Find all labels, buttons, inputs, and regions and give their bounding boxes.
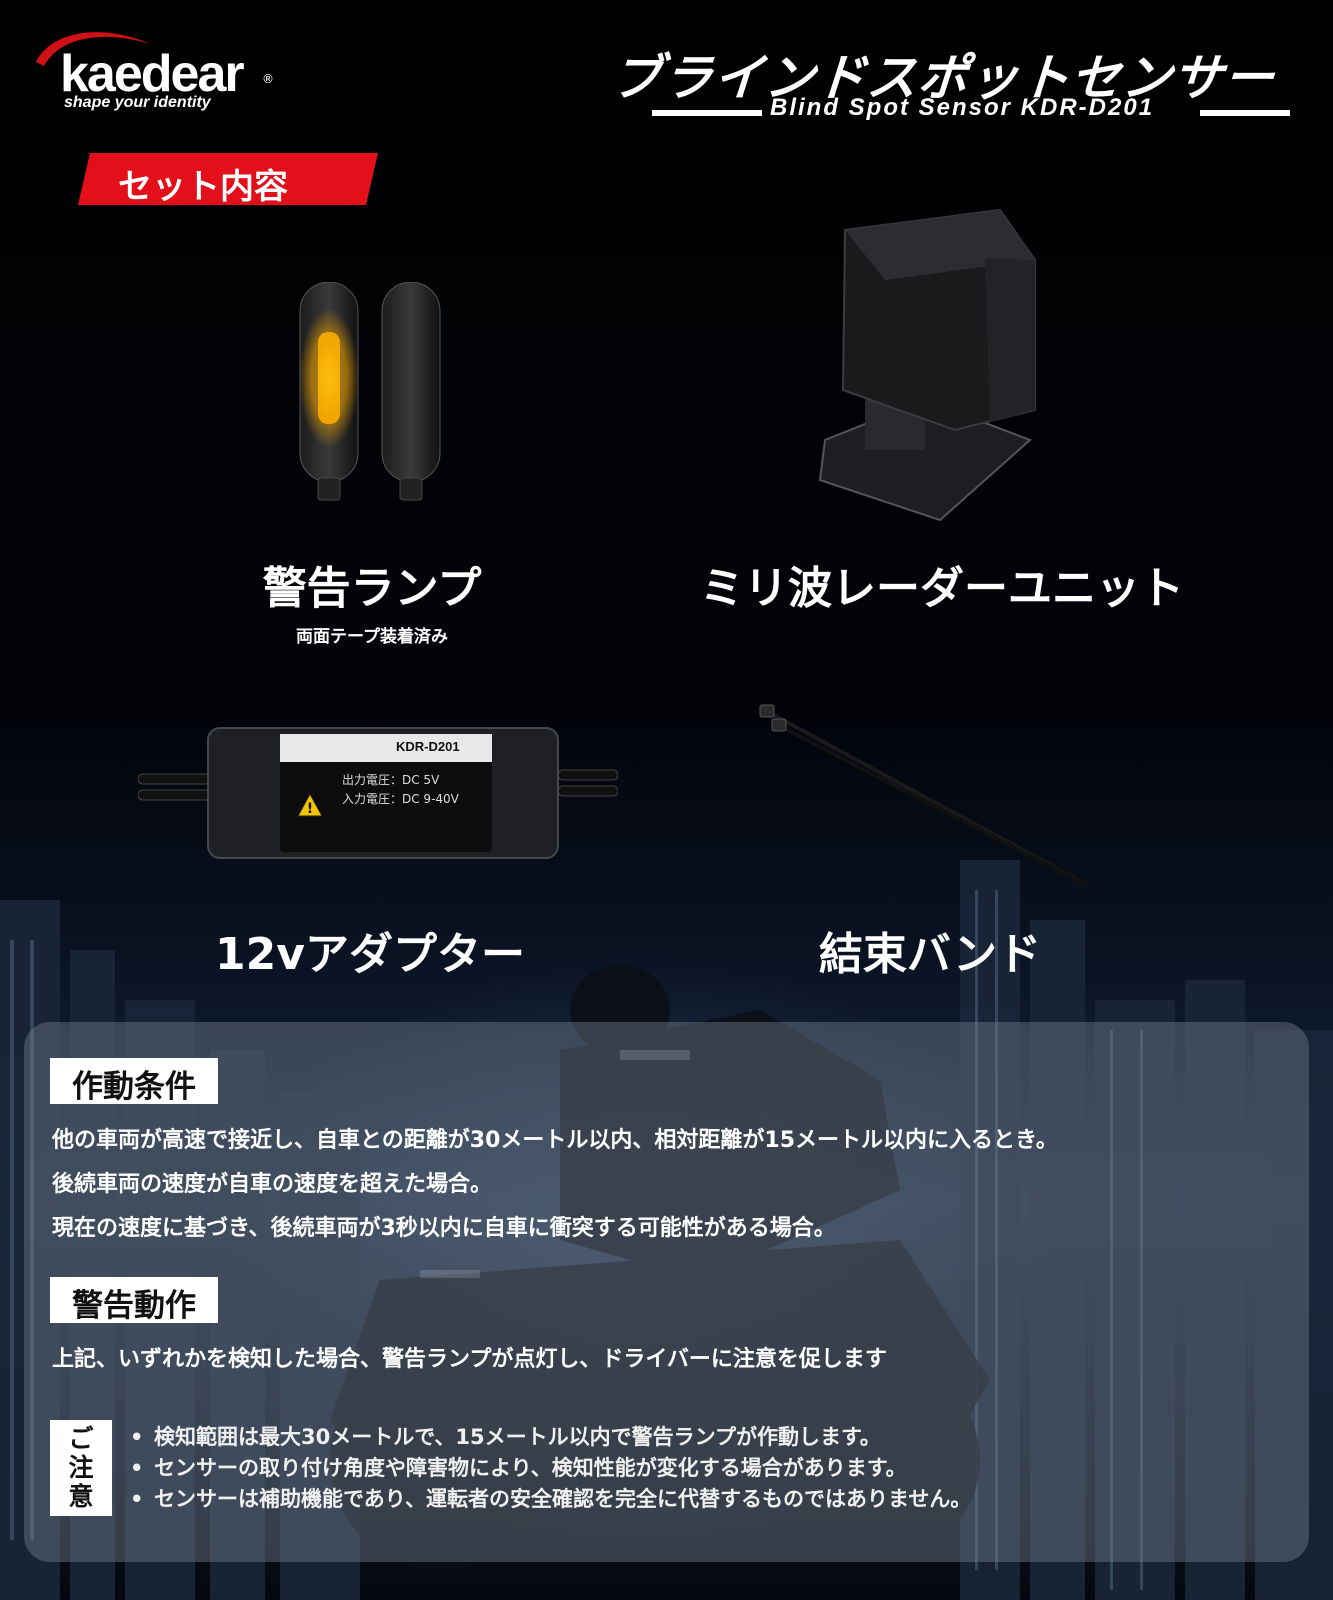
notice-item-text: センサーの取り付け角度や障害物により、検知性能が変化する場合があります。: [154, 1456, 907, 1480]
cable-ties-icon: [759, 704, 1089, 888]
conditions-label: 作動条件: [50, 1058, 218, 1105]
adapter-icon: !: [138, 727, 618, 859]
condition-line-1: 他の車両が高速で接近し、自車との距離が30メートル以内、相対距離が15メートル以…: [52, 1128, 1058, 1153]
adapter-label-input: 入力電圧：DC 9-40V: [342, 792, 459, 806]
logo-registered-mark: ®: [262, 72, 274, 86]
adapter-label-model: KDR-D201: [396, 739, 460, 754]
set-contents-label: セット内容: [78, 153, 378, 205]
condition-line-3: 現在の速度に基づき、後続車両が3秒以内に自車に衝突する可能性がある場合。: [52, 1216, 836, 1241]
product-name-cable-ties: 結束バンド: [818, 929, 1042, 980]
notice-label: ご 注 意: [50, 1420, 112, 1516]
svg-text:!: !: [307, 801, 313, 817]
radar-unit-icon: [818, 208, 1036, 522]
notice-label-char: 意: [68, 1482, 94, 1511]
title-divider-left: [652, 110, 762, 116]
notice-item: • センサーの取り付け角度や障害物により、検知性能が変化する場合があります。: [130, 1453, 971, 1484]
page-subtitle: Blind Spot Sensor KDR-D201: [770, 94, 1155, 121]
logo-wordmark: kaedear: [60, 45, 245, 103]
info-panel: [24, 1022, 1309, 1562]
bullet-icon: •: [130, 1456, 144, 1480]
notice-item: • センサーは補助機能であり、運転者の安全確認を完全に代替するものではありません。: [130, 1484, 971, 1515]
warning-action-label: 警告動作: [50, 1277, 218, 1324]
logo-tagline: shape your identity: [64, 94, 211, 111]
warning-action-text: 上記、いずれかを検知した場合、警告ランプが点灯し、ドライバーに注意を促します: [52, 1347, 887, 1372]
notice-item: • 検知範囲は最大30メートルで、15メートル以内で警告ランプが作動します。: [130, 1422, 971, 1453]
notice-label-char: 注: [68, 1453, 94, 1482]
bullet-icon: •: [130, 1425, 144, 1449]
notice-item-text: 検知範囲は最大30メートルで、15メートル以内で警告ランプが作動します。: [154, 1425, 881, 1449]
condition-line-2: 後続車両の速度が自車の速度を超えた場合。: [52, 1172, 493, 1197]
product-sub-warning-lamp: 両面テープ装着済み: [296, 627, 448, 647]
brand-logo: kaedear ® shape your identity: [30, 22, 290, 122]
notice-label-char: ご: [68, 1424, 94, 1453]
warning-lamp-icon: [299, 282, 441, 501]
logo-swoosh-icon: [36, 32, 150, 66]
product-name-adapter: 12vアダプター: [215, 929, 525, 980]
bullet-icon: •: [130, 1487, 144, 1511]
set-contents-label-text: セット内容: [118, 167, 288, 207]
product-name-radar-unit: ミリ波レーダーユニット: [700, 563, 1184, 614]
product-name-warning-lamp: 警告ランプ: [262, 563, 482, 614]
notice-list: • 検知範囲は最大30メートルで、15メートル以内で警告ランプが作動します。 • セ…: [130, 1422, 971, 1515]
adapter-label-output: 出力電圧：DC 5V: [342, 773, 440, 787]
title-divider-right: [1200, 110, 1290, 116]
notice-item-text: センサーは補助機能であり、運転者の安全確認を完全に代替するものではありません。: [154, 1487, 972, 1511]
